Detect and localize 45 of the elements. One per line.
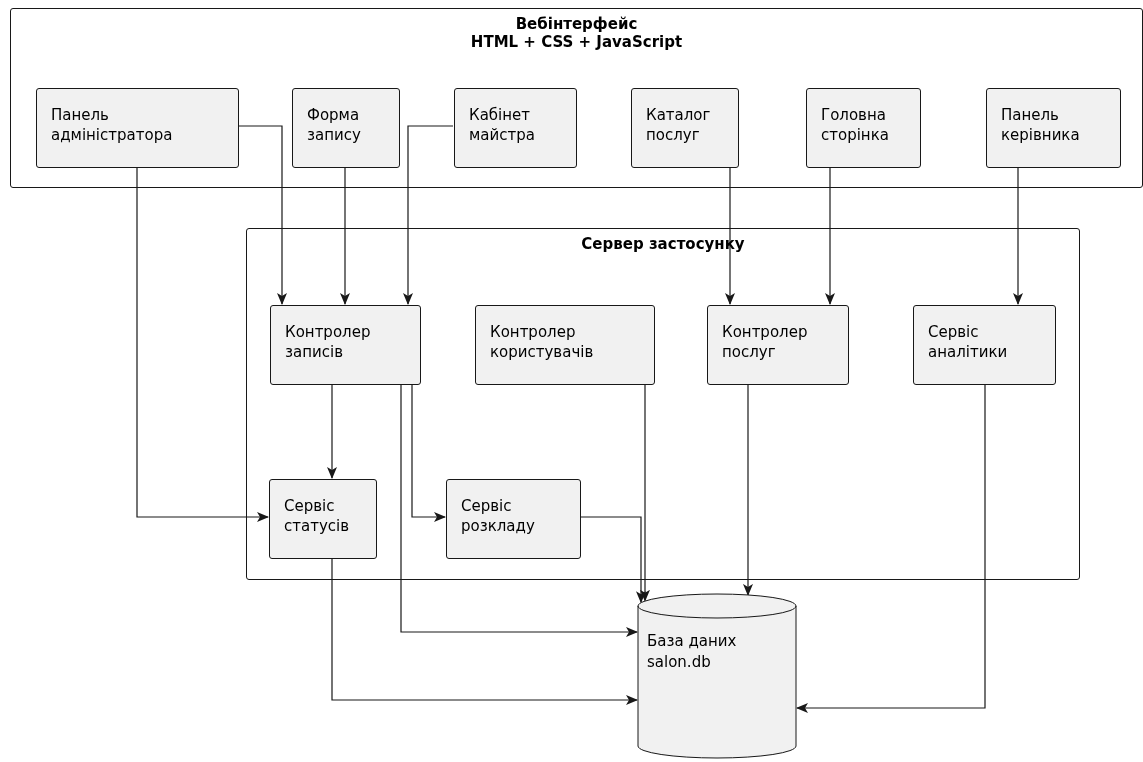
arrow	[411, 383, 446, 522]
node-label: Головна сторінка	[821, 105, 890, 145]
process-box	[269, 479, 377, 559]
node-label: Контролер записів	[285, 322, 372, 362]
node-label: Контролер користувачів	[490, 322, 595, 362]
group-frame	[10, 8, 1143, 188]
arrow	[403, 125, 454, 305]
arrow	[237, 125, 287, 305]
group-title: Вебінтерфейс	[515, 15, 638, 33]
arrow	[725, 166, 735, 305]
group-title: HTML + CSS + JavaScript	[470, 33, 683, 51]
process-box	[806, 88, 921, 168]
arrow	[1013, 166, 1023, 305]
process-box	[631, 88, 739, 168]
arrow	[136, 166, 269, 522]
node-label: Сервіс аналітики	[928, 322, 1009, 362]
arrow	[640, 383, 650, 602]
process-box	[36, 88, 239, 168]
node-label: Кабінет майстра	[469, 105, 536, 145]
node-label: База даних salon.db	[647, 631, 738, 673]
process-box	[986, 88, 1121, 168]
arrow	[400, 383, 638, 637]
arrow	[579, 516, 646, 604]
process-box	[454, 88, 577, 168]
process-box	[913, 305, 1056, 385]
node-label: Панель керівника	[1001, 105, 1081, 145]
node-label: Сервіс статусів	[284, 496, 351, 536]
arrow	[743, 383, 753, 596]
process-box	[292, 88, 400, 168]
process-box	[707, 305, 849, 385]
arrow	[327, 383, 337, 479]
arrow	[796, 383, 986, 713]
arrow	[340, 166, 350, 305]
group-title: Сервер застосунку	[581, 235, 745, 253]
node-label: Каталог послуг	[646, 105, 712, 145]
node-label: Сервіс розкладу	[461, 496, 536, 536]
process-box	[446, 479, 581, 559]
node-label: Контролер послуг	[722, 322, 809, 362]
arrow	[825, 166, 835, 305]
process-box	[270, 305, 421, 385]
process-box	[475, 305, 655, 385]
arrow	[331, 557, 638, 705]
node-label: Форма запису	[307, 105, 362, 145]
node-label: Панель адміністратора	[51, 105, 174, 145]
group-frame	[246, 228, 1080, 580]
